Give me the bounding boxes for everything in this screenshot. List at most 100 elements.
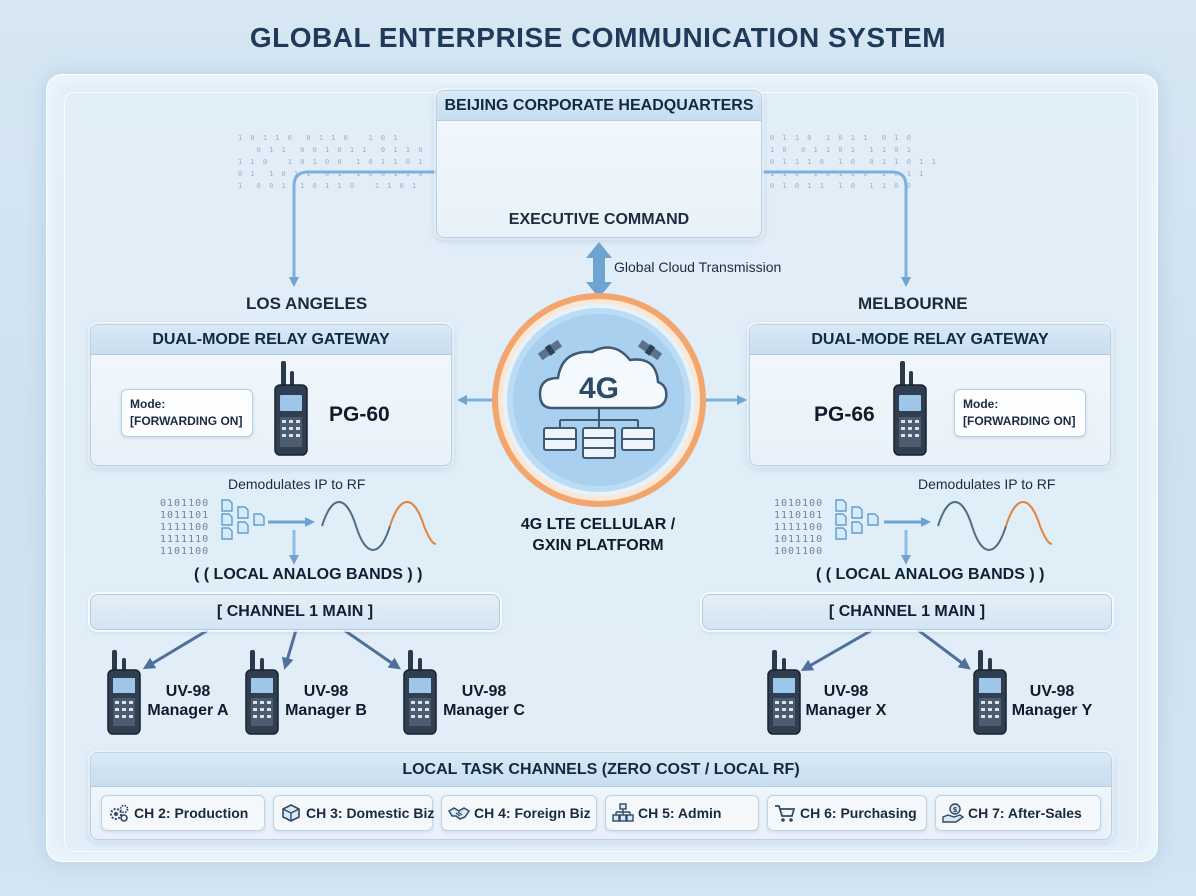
task-channel-production[interactable]: CH 2: Production (101, 795, 265, 831)
radio-model: UV-98 (1029, 683, 1075, 700)
data-stream-decoration-left: 1 0 1 1 0 0 1 1 0 1 0 1 0 1 1 0 0 1 0 1 … (238, 134, 425, 190)
server-icons (543, 408, 655, 459)
left-data-packet-icons (221, 499, 265, 540)
left-gateway-card: DUAL-MODE RELAY GATEWAY Mode: [FORWARDIN… (90, 324, 452, 466)
left-demod-label: Demodulates IP to RF (228, 476, 366, 492)
radio-role: Manager A (147, 702, 229, 719)
left-channel-to-manager-a (142, 628, 209, 670)
hq-to-la-link (289, 170, 436, 287)
handheld-radio-icon (767, 650, 801, 735)
bit-row: 1001100 (774, 546, 824, 557)
radio-model: UV-98 (165, 683, 211, 700)
radio-role: Manager B (285, 702, 367, 719)
radio-label-manager-x: UV-98 Manager X (800, 682, 892, 720)
task-channels-panel: LOCAL TASK CHANNELS (ZERO COST / LOCAL R… (90, 752, 1112, 840)
platform-label: 4G LTE CELLULAR / GXIN PLATFORM (496, 514, 700, 556)
radio-label-manager-a: UV-98 Manager A (142, 682, 234, 720)
left-city-label: LOS ANGELES (246, 294, 368, 313)
cloud-link-label: Global Cloud Transmission (614, 259, 782, 275)
bit-row: 1111100 (160, 522, 210, 533)
right-channel-bar: [ CHANNEL 1 MAIN ] (702, 594, 1112, 630)
left-channel-to-manager-b (281, 629, 298, 670)
right-gateway-model: PG-66 (814, 403, 875, 426)
gateway-radio-icon (893, 361, 927, 456)
service-hand-icon: $ (942, 803, 964, 823)
platform-badge: 4G (578, 372, 620, 405)
right-mode-box: Mode: [FORWARDING ON] (954, 389, 1086, 437)
handheld-radio-icon (245, 650, 279, 735)
right-data-packet-icons (835, 499, 879, 540)
satellite-icon-left (537, 339, 563, 361)
cart-icon (775, 805, 796, 822)
left-gateway-model: PG-60 (329, 403, 390, 426)
right-mode-value: [FORWARDING ON] (963, 414, 1076, 428)
task-channels-header: LOCAL TASK CHANNELS (ZERO COST / LOCAL R… (91, 753, 1111, 787)
bit-row: 1101100 (160, 546, 210, 557)
bit-row: 1010100 (774, 498, 824, 509)
platform-globe (492, 293, 706, 507)
left-gateway-header: DUAL-MODE RELAY GATEWAY (91, 325, 451, 355)
gears-icon (110, 804, 129, 822)
bit-row: 1111110 (160, 534, 210, 545)
bit-row: 1111100 (774, 522, 824, 533)
radio-role: Manager C (443, 702, 525, 719)
left-bands-label: ( ( LOCAL ANALOG BANDS ) ) (194, 566, 423, 583)
radio-label-manager-y: UV-98 Manager Y (1006, 682, 1098, 720)
radio-label-manager-c: UV-98 Manager C (438, 682, 530, 720)
left-bit-stream: 0101100 1011101 1111100 1111110 1101100 (160, 498, 209, 558)
radio-model: UV-98 (303, 683, 349, 700)
left-mode-label: Mode: (130, 397, 166, 411)
left-mode-value: [FORWARDING ON] (130, 414, 243, 428)
task-channel-label: CH 2: Production (134, 805, 249, 821)
bit-row: 0101100 (160, 498, 210, 509)
hq-to-melbourne-link (762, 170, 911, 287)
handshake-icon (448, 807, 470, 820)
cloud-icon (538, 346, 668, 410)
task-channel-label: CH 7: After-Sales (968, 805, 1082, 821)
right-channel-to-manager-x (800, 628, 873, 671)
right-demod-label: Demodulates IP to RF (918, 476, 1056, 492)
handheld-radio-icon (403, 650, 437, 735)
right-gateway-header: DUAL-MODE RELAY GATEWAY (750, 325, 1110, 355)
left-mode-box: Mode: [FORWARDING ON] (121, 389, 253, 437)
right-bit-stream: 1010100 1110101 1111100 1011110 1001100 (774, 498, 823, 558)
page-title: GLOBAL ENTERPRISE COMMUNICATION SYSTEM (249, 22, 947, 53)
task-channel-label: CH 6: Purchasing (800, 805, 917, 821)
hq-label: EXECUTIVE COMMAND (508, 211, 690, 228)
left-channel-bar: [ CHANNEL 1 MAIN ] (90, 594, 500, 630)
bit-row: 1110101 (774, 510, 824, 521)
hq-card: BEIJING CORPORATE HEADQUARTERS EXECUTIVE… (436, 90, 762, 238)
hq-header: BEIJING CORPORATE HEADQUARTERS (437, 91, 761, 121)
svg-text:$: $ (953, 806, 958, 814)
org-chart-icon (612, 803, 634, 822)
task-channel-admin[interactable]: CH 5: Admin (605, 795, 759, 831)
bit-row: 1011110 (774, 534, 824, 545)
right-gateway-card: DUAL-MODE RELAY GATEWAY PG-66 Mode: [FOR… (749, 324, 1111, 466)
task-channel-after-sales[interactable]: $ CH 7: After-Sales (935, 795, 1101, 831)
left-sine-wave (321, 501, 437, 551)
platform-label-line1: 4G LTE CELLULAR / (520, 516, 676, 533)
task-channel-label: CH 3: Domestic Biz (306, 805, 435, 821)
box-icon (282, 804, 300, 822)
gateway-radio-icon (274, 361, 308, 456)
left-channel-to-manager-c (343, 628, 401, 670)
right-mode-label: Mode: (963, 397, 999, 411)
handheld-radio-icon (973, 650, 1007, 735)
right-bands-label: ( ( LOCAL ANALOG BANDS ) ) (816, 566, 1045, 583)
task-channel-label: CH 4: Foreign Biz (474, 805, 591, 821)
satellite-icon-right (637, 339, 663, 361)
platform-label-line2: GXIN PLATFORM (532, 537, 664, 554)
right-channel-to-manager-y (917, 628, 971, 670)
bit-row: 1011101 (160, 510, 210, 521)
task-channel-foreign-biz[interactable]: CH 4: Foreign Biz (441, 795, 597, 831)
radio-model: UV-98 (823, 683, 869, 700)
right-sine-wave (937, 501, 1053, 551)
right-city-label: MELBOURNE (858, 294, 968, 313)
task-channel-purchasing[interactable]: CH 6: Purchasing (767, 795, 927, 831)
task-channel-label: CH 5: Admin (638, 805, 722, 821)
task-channel-domestic-biz[interactable]: CH 3: Domestic Biz (273, 795, 435, 831)
radio-role: Manager Y (1011, 702, 1093, 719)
radio-label-manager-b: UV-98 Manager B (280, 682, 372, 720)
radio-model: UV-98 (461, 683, 507, 700)
